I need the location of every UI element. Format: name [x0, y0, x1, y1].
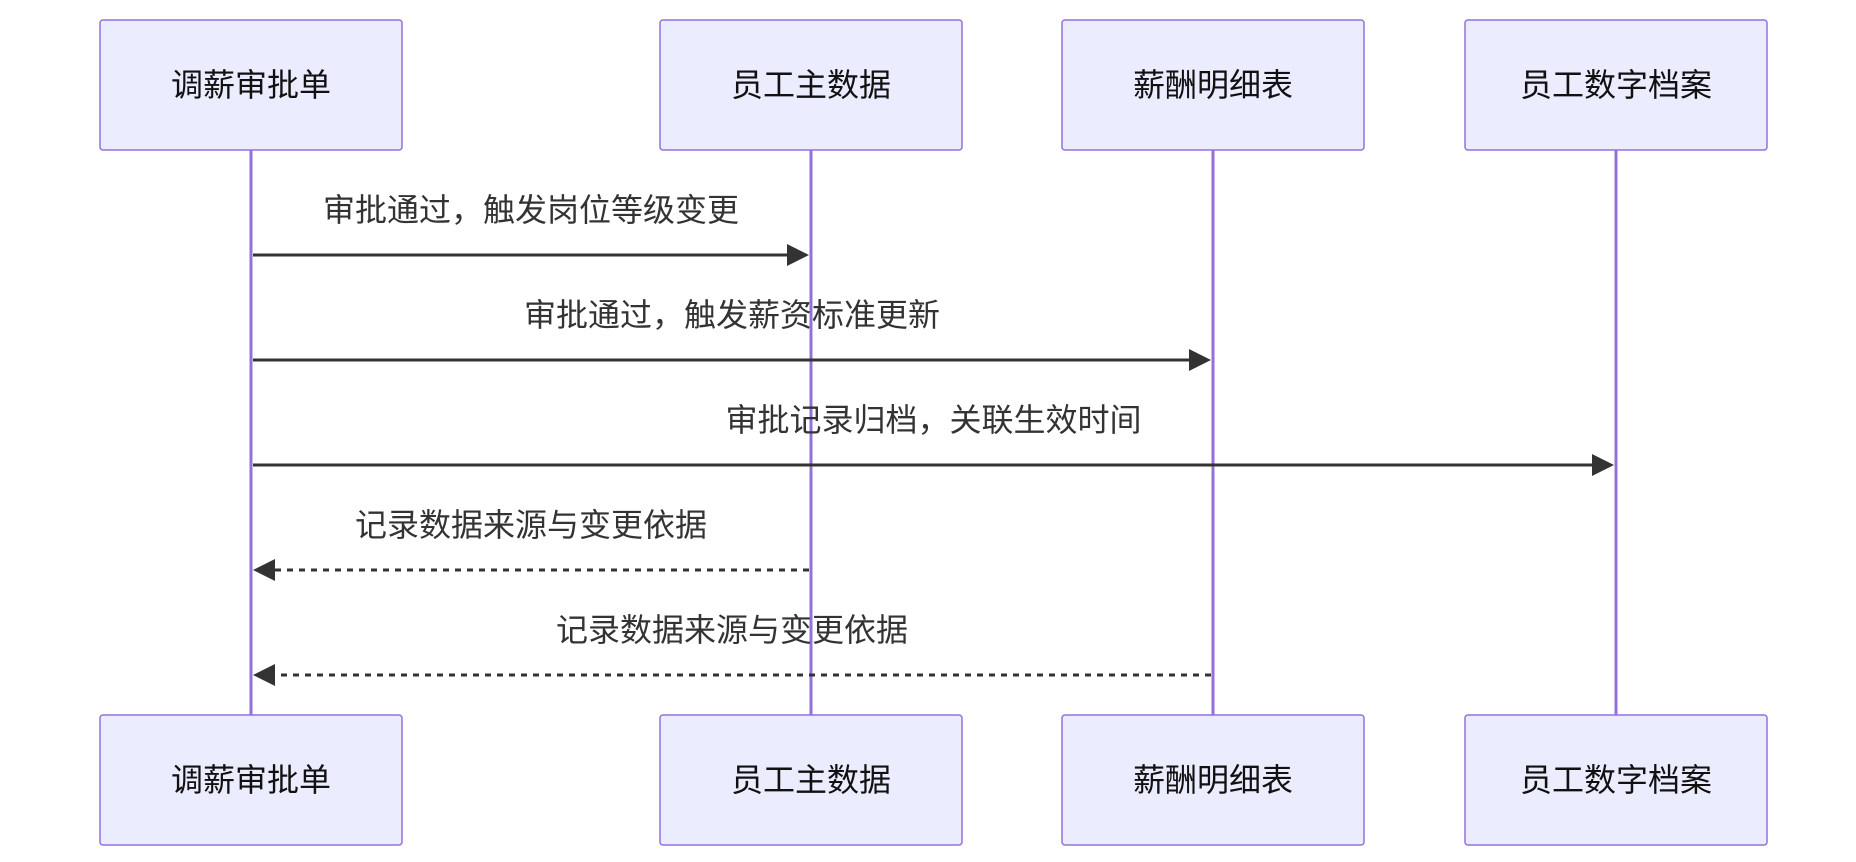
- participant-label: 薪酬明细表: [1133, 66, 1293, 104]
- message-1: 审批通过，触发岗位等级变更: [253, 191, 809, 266]
- participants-top: 调薪审批单 员工主数据 薪酬明细表 员工数字档案: [99, 19, 1768, 151]
- participant-box: [99, 714, 403, 846]
- message-label: 审批通过，触发薪资标准更新: [524, 296, 940, 334]
- participant-label: 调薪审批单: [171, 66, 331, 104]
- participant-label: 员工数字档案: [1520, 761, 1712, 799]
- participant-p1-top[interactable]: 调薪审批单: [99, 19, 403, 151]
- participant-label: 员工主数据: [731, 761, 891, 799]
- participant-p4-top[interactable]: 员工数字档案: [1464, 19, 1768, 151]
- participant-box: [1061, 19, 1365, 151]
- message-4: 记录数据来源与变更依据: [253, 506, 809, 581]
- arrowhead-icon: [253, 664, 275, 686]
- participant-box: [1464, 714, 1768, 846]
- arrowhead-icon: [1189, 349, 1211, 371]
- arrowhead-icon: [787, 244, 809, 266]
- participant-p3-top[interactable]: 薪酬明细表: [1061, 19, 1365, 151]
- participant-box: [1061, 714, 1365, 846]
- participant-p1-bottom[interactable]: 调薪审批单: [99, 714, 403, 846]
- participants-bottom: 调薪审批单 员工主数据 薪酬明细表 员工数字档案: [99, 714, 1768, 846]
- participant-p2-bottom[interactable]: 员工主数据: [659, 714, 963, 846]
- participant-box: [1464, 19, 1768, 151]
- message-5: 记录数据来源与变更依据: [253, 611, 1211, 686]
- participant-label: 调薪审批单: [171, 761, 331, 799]
- participant-box: [659, 19, 963, 151]
- message-label: 记录数据来源与变更依据: [556, 611, 908, 649]
- participant-label: 薪酬明细表: [1133, 761, 1293, 799]
- participant-p4-bottom[interactable]: 员工数字档案: [1464, 714, 1768, 846]
- arrowhead-icon: [1592, 454, 1614, 476]
- participant-box: [99, 19, 403, 151]
- message-3: 审批记录归档，关联生效时间: [253, 401, 1614, 476]
- participant-label: 员工数字档案: [1520, 66, 1712, 104]
- participant-p2-top[interactable]: 员工主数据: [659, 19, 963, 151]
- message-label: 审批通过，触发岗位等级变更: [323, 191, 739, 229]
- messages: 审批通过，触发岗位等级变更审批通过，触发薪资标准更新审批记录归档，关联生效时间记…: [253, 191, 1614, 686]
- participant-p3-bottom[interactable]: 薪酬明细表: [1061, 714, 1365, 846]
- participant-box: [659, 714, 963, 846]
- message-label: 记录数据来源与变更依据: [355, 506, 707, 544]
- message-2: 审批通过，触发薪资标准更新: [253, 296, 1211, 371]
- message-label: 审批记录归档，关联生效时间: [725, 401, 1141, 439]
- participant-label: 员工主数据: [731, 66, 891, 104]
- lifelines: [249, 150, 1618, 715]
- arrowhead-icon: [253, 559, 275, 581]
